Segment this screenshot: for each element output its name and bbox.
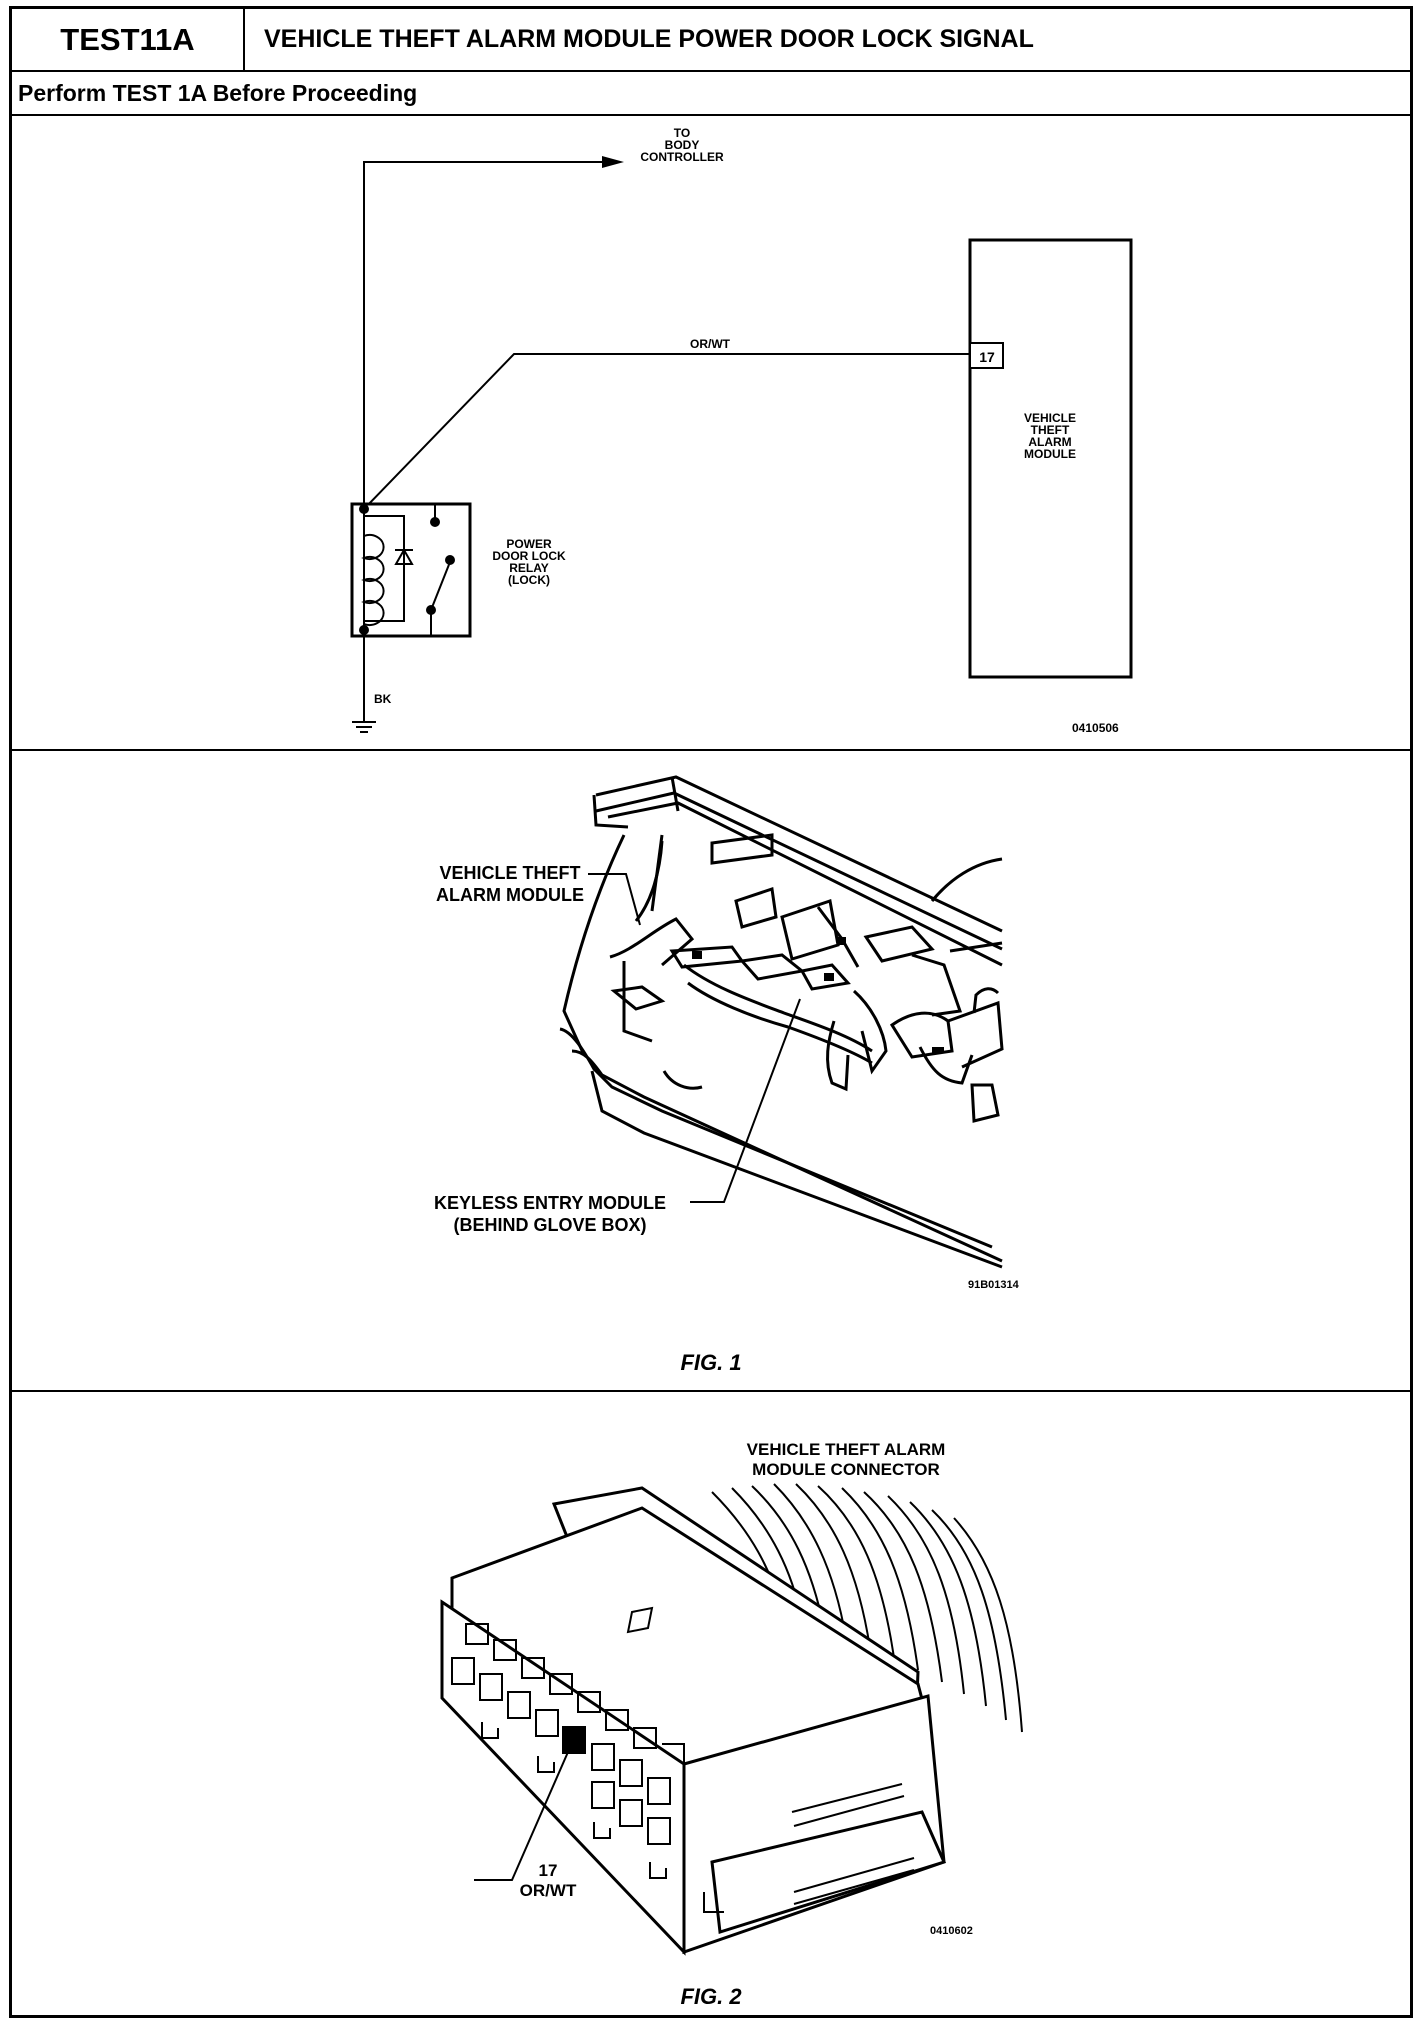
pin-17-wire: OR/WT xyxy=(520,1881,577,1900)
connector-title-1: VEHICLE THEFT ALARM xyxy=(747,1440,946,1459)
prerequisite-note: Perform TEST 1A Before Proceeding xyxy=(12,72,1410,116)
module-label-4: MODULE xyxy=(1024,447,1076,461)
to-body-label-3: CONTROLLER xyxy=(640,150,724,164)
relay-label-3: RELAY xyxy=(509,561,549,575)
connector-illustration: VEHICLE THEFT ALARM MODULE CONNECTOR xyxy=(440,1440,1023,1956)
module-label-1: VEHICLE xyxy=(1024,411,1076,425)
dash-illustration: VEHICLE THEFT ALARM MODULE KEYLESS ENTRY… xyxy=(434,775,1020,1291)
module-label-2: THEFT xyxy=(1031,423,1070,437)
wire-or-wt xyxy=(363,353,969,510)
label-kem-2: (BEHIND GLOVE BOX) xyxy=(453,1215,646,1235)
pin-17-box xyxy=(969,342,1004,369)
schematic-drawing: TO BODY CONTROLLER OR/WT 17 VEHICLE THEF… xyxy=(350,126,1133,735)
leader-kem xyxy=(690,998,801,1203)
relay-label-4: (LOCK) xyxy=(508,573,550,587)
fig2-caption: FIG. 2 xyxy=(680,1984,742,2009)
leader-vtam xyxy=(588,873,641,926)
figure-1: VEHICLE THEFT ALARM MODULE KEYLESS ENTRY… xyxy=(12,751,1410,1392)
wiring-schematic: TO BODY CONTROLLER OR/WT 17 VEHICLE THEF… xyxy=(12,116,1410,751)
relay-label-1: POWER xyxy=(506,537,552,551)
wire-bundle xyxy=(711,1483,1023,1733)
connector-title-2: MODULE CONNECTOR xyxy=(752,1460,940,1479)
relay-symbol xyxy=(350,502,472,638)
connector-blocks xyxy=(692,937,944,1053)
arrow-icon xyxy=(602,156,624,168)
connector-detail-lines xyxy=(451,1606,915,1913)
to-body-label-1: TO xyxy=(674,126,690,140)
test-id: TEST11A xyxy=(12,9,245,70)
fig1-figure-code: 91B01314 xyxy=(968,1279,1020,1291)
label-vtam-2: ALARM MODULE xyxy=(436,885,584,905)
label-vtam-1: VEHICLE THEFT xyxy=(439,863,580,883)
ground-wire-label: BK xyxy=(374,692,392,706)
fig1-caption: FIG. 1 xyxy=(680,1350,742,1375)
to-body-label-2: BODY xyxy=(665,138,700,152)
theft-alarm-module-box xyxy=(968,238,1133,679)
pin-number: 17 xyxy=(979,349,995,365)
dash-panel-drawing xyxy=(559,775,1004,1269)
relay-label-2: DOOR LOCK xyxy=(492,549,566,563)
wire-color-label: OR/WT xyxy=(690,337,731,351)
wire-to-body-controller xyxy=(363,161,602,509)
leader-pin-17 xyxy=(474,1751,569,1881)
test-page: TEST11A VEHICLE THEFT ALARM MODULE POWER… xyxy=(9,6,1413,2018)
label-kem-1: KEYLESS ENTRY MODULE xyxy=(434,1193,666,1213)
test-title: VEHICLE THEFT ALARM MODULE POWER DOOR LO… xyxy=(264,25,1034,53)
schematic-figure-code: 0410506 xyxy=(1072,721,1119,735)
pin-17-number: 17 xyxy=(539,1861,558,1880)
figure-2: VEHICLE THEFT ALARM MODULE CONNECTOR xyxy=(12,1392,1410,2015)
test-header: TEST11A VEHICLE THEFT ALARM MODULE POWER… xyxy=(12,9,1410,72)
fig2-figure-code: 0410602 xyxy=(930,1925,973,1937)
pin-17-cavity xyxy=(562,1726,586,1754)
module-label-3: ALARM xyxy=(1028,435,1071,449)
ground-icon xyxy=(352,721,376,733)
